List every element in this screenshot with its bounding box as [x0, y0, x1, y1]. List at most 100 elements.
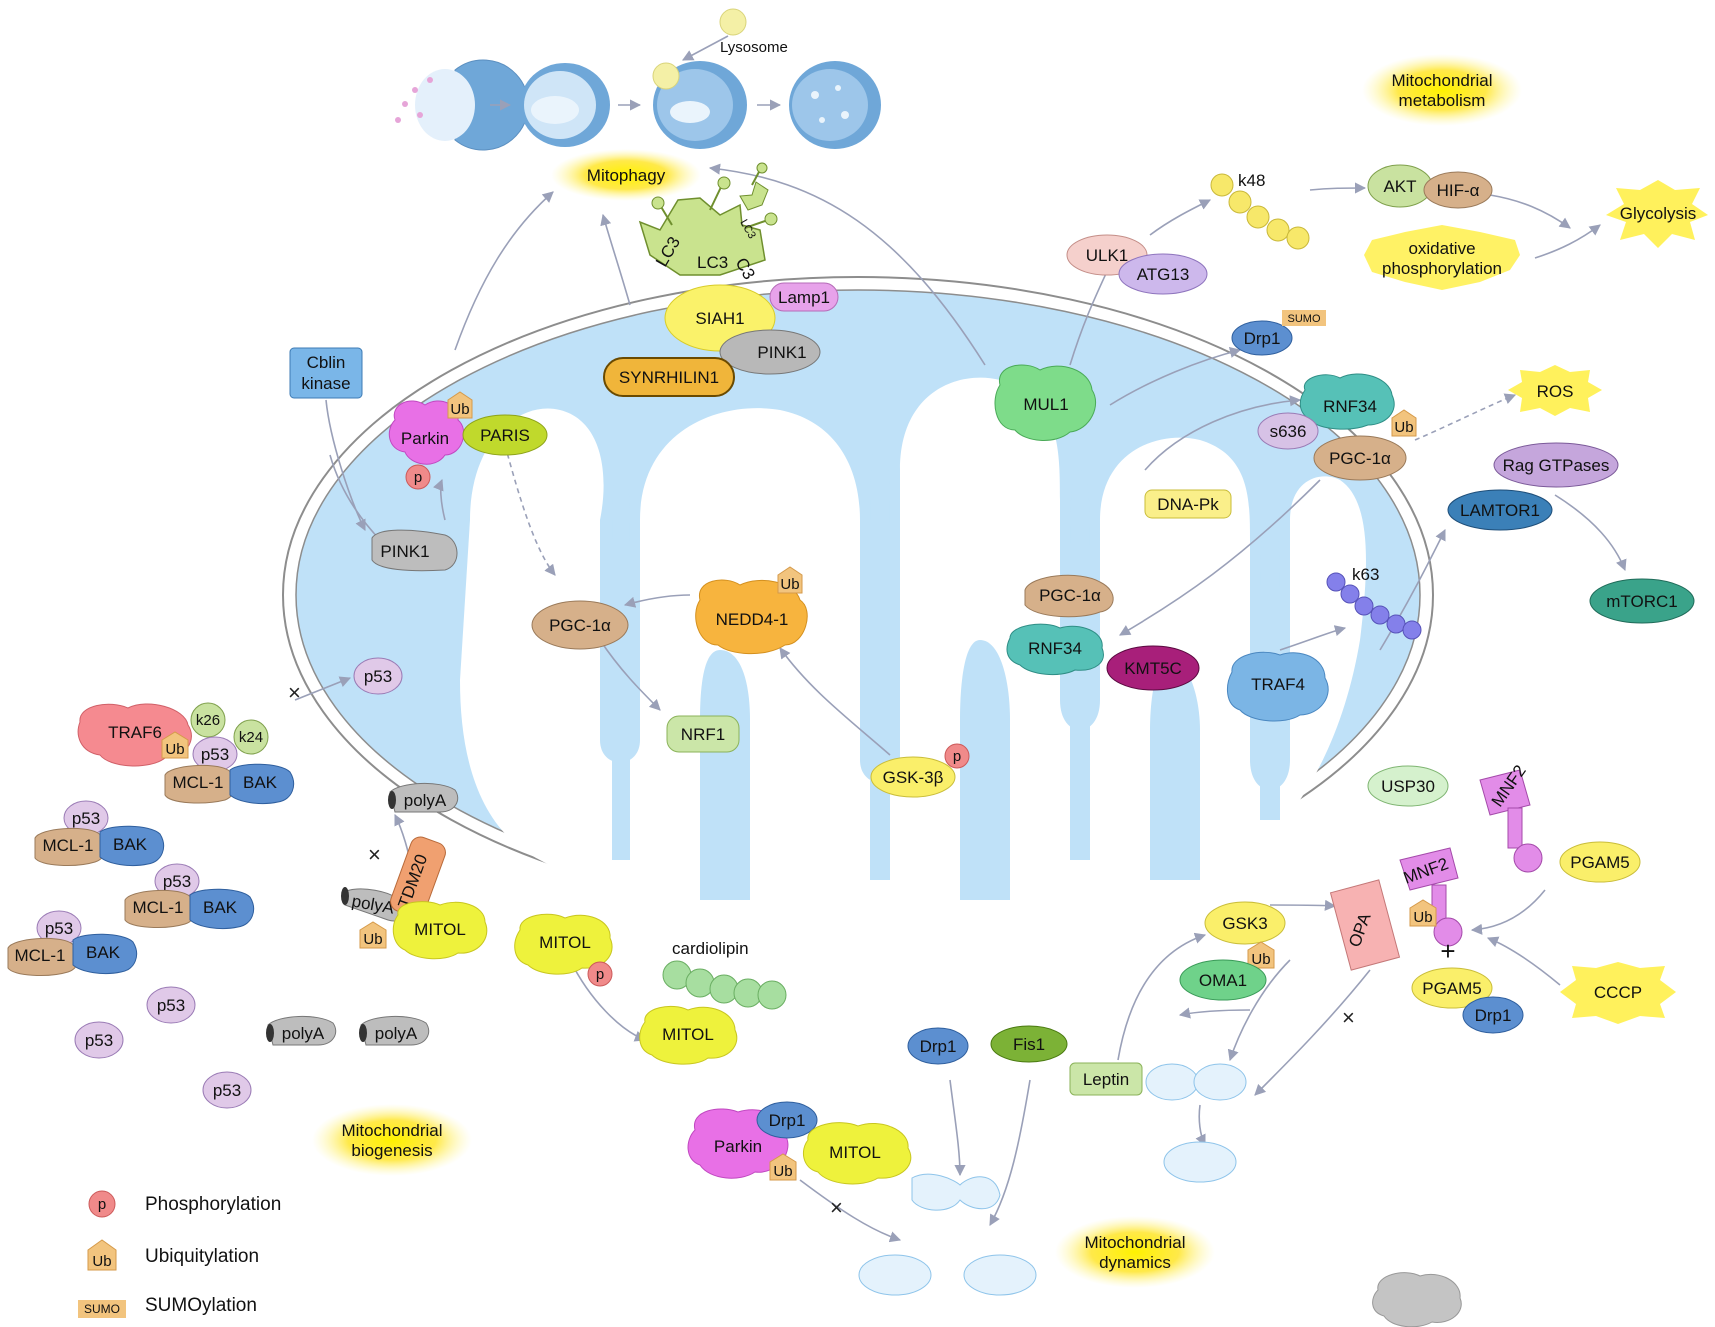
k24: k24 — [233, 719, 269, 755]
rag-gtpases: Rag GTPases — [1493, 442, 1619, 488]
oma1: OMA1 — [1179, 959, 1267, 1001]
traf4: TRAF4 — [1227, 651, 1329, 722]
mitol-center: MITOL — [514, 913, 613, 975]
lamtor1: LAMTOR1 — [1447, 489, 1553, 531]
svg-text:p: p — [98, 1196, 106, 1213]
usp30: USP30 — [1367, 765, 1449, 807]
svg-text:Ubiquitylation: Ubiquitylation — [145, 1246, 259, 1267]
mcl1-2: MCL-1 — [34, 828, 107, 866]
svg-text:Glycolysis: Glycolysis — [1620, 204, 1697, 223]
svg-text:mTORC1: mTORC1 — [1606, 592, 1677, 611]
svg-text:p: p — [953, 748, 961, 765]
rnf34-matrix: RNF34 — [1006, 623, 1104, 676]
ub-badge: Ub — [161, 731, 189, 759]
svg-text:biogenesis: biogenesis — [351, 1141, 432, 1160]
k63-chain: k63 — [1326, 565, 1422, 640]
svg-text:NRF1: NRF1 — [681, 725, 725, 744]
oxphos-burst: oxidative phosphorylation — [1364, 225, 1520, 290]
lc3-label: LC3 — [697, 253, 728, 272]
cblin-kinase: Cblin kinase — [289, 347, 363, 399]
lysosome-icon — [652, 62, 680, 90]
ub-badge: Ub — [1409, 899, 1437, 927]
pgc1a-center: PGC-1α — [531, 600, 629, 650]
parkin-top: Parkin — [388, 400, 465, 465]
fis1: Fis1 — [990, 1025, 1068, 1063]
mnf2-lower: MNF2 — [1399, 847, 1463, 947]
lamp1-label: Lamp1 — [778, 288, 830, 307]
legend: p Phosphorylation Ub Ubiquitylation SUMO… — [78, 1190, 281, 1318]
grey-blob — [1372, 1272, 1462, 1327]
cccp-burst: CCCP — [1560, 962, 1676, 1024]
category-mito-metabolism: Mitochondrial metabolism — [1362, 54, 1522, 126]
svg-text:TRAF4: TRAF4 — [1251, 675, 1305, 694]
svg-text:Leptin: Leptin — [1083, 1070, 1129, 1089]
svg-text:Ub: Ub — [92, 1253, 111, 1270]
svg-text:oxidative: oxidative — [1408, 239, 1475, 258]
category-mito-dynamics: Mitochondrial dynamics — [1055, 1216, 1215, 1288]
drp1-complex: Drp1 — [756, 1101, 818, 1139]
p53-complex-3: p53 — [154, 863, 200, 899]
svg-text:BAK: BAK — [243, 773, 278, 792]
p53-complex-2: p53 — [63, 800, 109, 836]
mitochondrion — [282, 276, 1434, 932]
svg-text:MCL-1: MCL-1 — [42, 836, 93, 855]
k48-chain: k48 — [1210, 171, 1310, 250]
polya-4: polyA — [359, 1015, 430, 1046]
cardiolipin-chain: cardiolipin — [662, 939, 787, 1010]
bak-2: BAK — [99, 825, 164, 867]
svg-text:Mitochondrial: Mitochondrial — [341, 1121, 442, 1140]
svg-text:SUMOylation: SUMOylation — [145, 1295, 257, 1316]
svg-text:PGAM5: PGAM5 — [1422, 979, 1482, 998]
p53-complex-1: p53 — [192, 736, 238, 772]
lamp1 — [769, 282, 839, 312]
mnf2-upper: MNF2 — [1479, 761, 1543, 873]
p-badge: p — [944, 743, 970, 769]
category-mitophagy: Mitophagy — [551, 149, 701, 201]
drp1-sumo: Drp1 — [1231, 320, 1293, 356]
gsk3: GSK3 — [1204, 901, 1286, 945]
svg-text:p53: p53 — [85, 1031, 113, 1050]
svg-text:USP30: USP30 — [1381, 777, 1435, 796]
mitol-dynamics: MITOL — [802, 1122, 912, 1185]
ubiquitylation-icon — [87, 1239, 117, 1271]
arrows — [294, 163, 1627, 1243]
svg-text:p53: p53 — [72, 809, 100, 828]
svg-text:Drp1: Drp1 — [1244, 329, 1281, 348]
svg-text:GSK-3β: GSK-3β — [883, 768, 944, 787]
mini-mito-fusion — [1145, 1063, 1247, 1183]
svg-text:SUMO: SUMO — [1288, 313, 1321, 325]
mcl1-4: MCL-1 — [7, 938, 80, 976]
pink1-left: PINK1 — [371, 529, 458, 572]
bak-3: BAK — [189, 888, 254, 930]
mitol-bottom: MITOL — [639, 1006, 738, 1065]
pgam5-lower: PGAM5 — [1411, 967, 1493, 1009]
svg-text:k24: k24 — [239, 729, 263, 746]
glycolysis-burst: Glycolysis — [1606, 180, 1708, 248]
svg-text:Drp1: Drp1 — [1475, 1006, 1512, 1025]
svg-text:MCL-1: MCL-1 — [14, 946, 65, 965]
svg-text:MITOL: MITOL — [539, 933, 591, 952]
svg-text:MITOL: MITOL — [414, 920, 466, 939]
polya-3: polyA — [266, 1015, 337, 1046]
svg-text:polyA: polyA — [375, 1024, 418, 1043]
polya-2: polyA — [341, 887, 407, 922]
mul1: MUL1 — [994, 364, 1097, 441]
mini-mito-fission — [858, 1173, 1037, 1296]
paris: PARIS — [462, 414, 548, 456]
svg-text:Drp1: Drp1 — [769, 1111, 806, 1130]
svg-text:s636: s636 — [1270, 422, 1307, 441]
svg-text:MCL-1: MCL-1 — [132, 898, 183, 917]
svg-text:p53: p53 — [163, 872, 191, 891]
legend-phosphorylation: p Phosphorylation — [88, 1190, 281, 1218]
svg-text:BAK: BAK — [203, 898, 238, 917]
svg-text:MCL-1: MCL-1 — [172, 773, 223, 792]
svg-text:GSK3: GSK3 — [1222, 914, 1267, 933]
nedd4: NEDD4-1 — [695, 579, 808, 655]
nrf1: NRF1 — [666, 715, 740, 753]
svg-text:MITOL: MITOL — [662, 1025, 714, 1044]
svg-text:Mitochondrial: Mitochondrial — [1084, 1233, 1185, 1252]
stage-4 — [789, 61, 881, 149]
svg-text:RNF34: RNF34 — [1028, 639, 1082, 658]
svg-text:cardiolipin: cardiolipin — [672, 939, 749, 958]
